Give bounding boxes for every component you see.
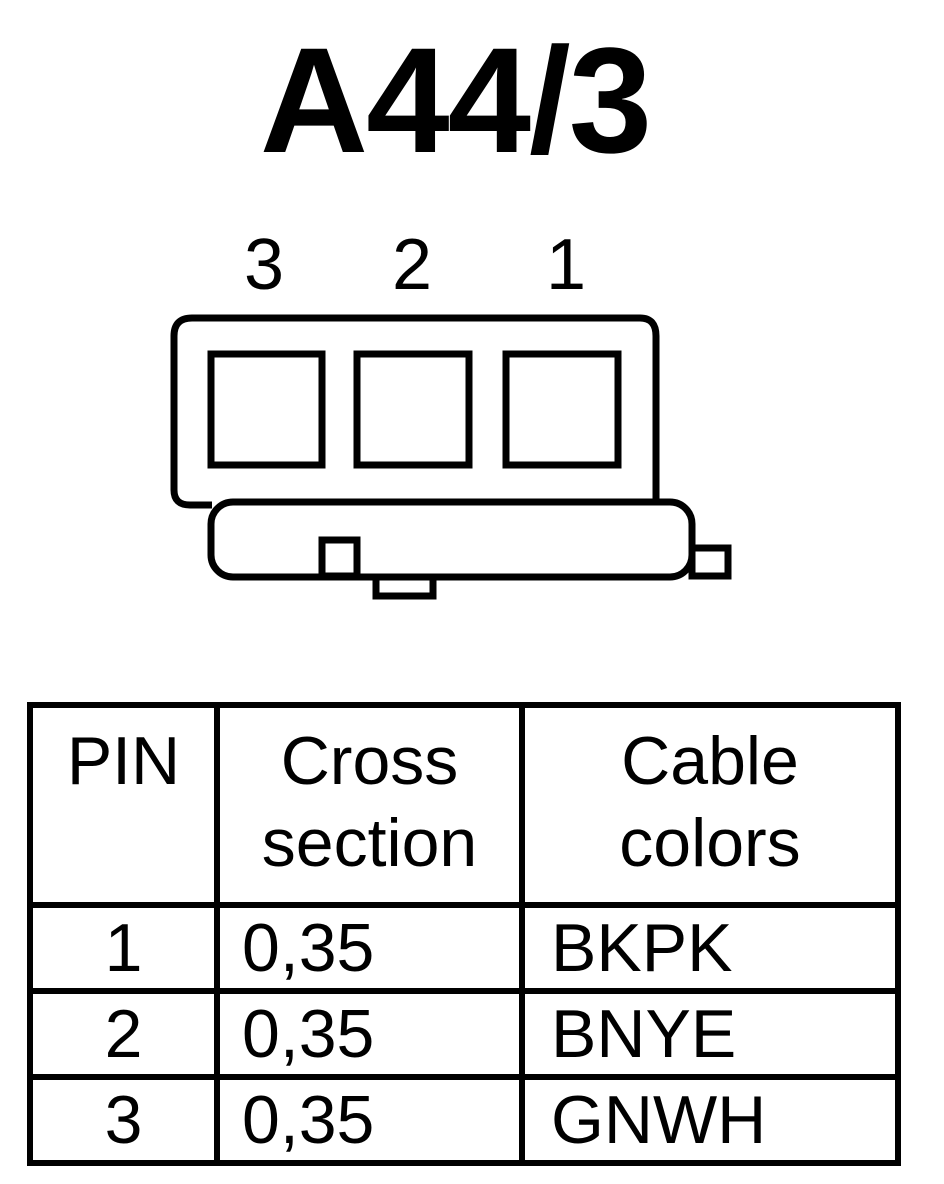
locking-bar xyxy=(207,498,696,581)
header-cross-section-line1: Cross xyxy=(280,723,459,799)
table-header-row: PIN Cross section Cable colors xyxy=(27,702,901,908)
cell-cable-color: BNYE xyxy=(519,988,901,1080)
bottom-key xyxy=(372,573,437,600)
latch-tab xyxy=(318,536,361,580)
header-cable-colors-line2: colors xyxy=(619,805,801,881)
pin-cavity-3 xyxy=(207,350,326,469)
connector-title: A44/3 xyxy=(259,16,652,184)
cell-cable-color: BKPK xyxy=(519,902,901,994)
side-tab xyxy=(688,544,732,580)
pin-label-1: 1 xyxy=(545,225,587,305)
pin-cavity-1 xyxy=(502,350,622,469)
connector-housing-diagram xyxy=(170,314,732,600)
cell-pin: 3 xyxy=(27,1074,220,1166)
header-cable-colors-line1: Cable xyxy=(621,723,799,799)
header-cable-colors: Cable colors xyxy=(519,702,901,908)
pin-assignment-table: PIN Cross section Cable colors 1 0,35 BK… xyxy=(27,702,901,1166)
header-cross-section-line2: section xyxy=(261,805,478,881)
table-row: 3 0,35 GNWH xyxy=(27,1074,901,1166)
table-row: 2 0,35 BNYE xyxy=(27,988,901,1080)
pin-cavity-2 xyxy=(353,350,473,469)
cell-cross-section: 0,35 xyxy=(214,1074,525,1166)
header-cross-section: Cross section xyxy=(214,702,525,908)
table-row: 1 0,35 BKPK xyxy=(27,902,901,994)
pin-label-2: 2 xyxy=(391,225,433,305)
cell-cross-section: 0,35 xyxy=(214,988,525,1080)
housing-outline xyxy=(170,314,660,509)
cell-pin: 2 xyxy=(27,988,220,1080)
cell-pin: 1 xyxy=(27,902,220,994)
cell-cable-color: GNWH xyxy=(519,1074,901,1166)
cell-cross-section: 0,35 xyxy=(214,902,525,994)
header-pin: PIN xyxy=(27,702,220,908)
pin-label-3: 3 xyxy=(243,225,285,305)
pin-number-labels: 3 2 1 xyxy=(0,225,944,305)
